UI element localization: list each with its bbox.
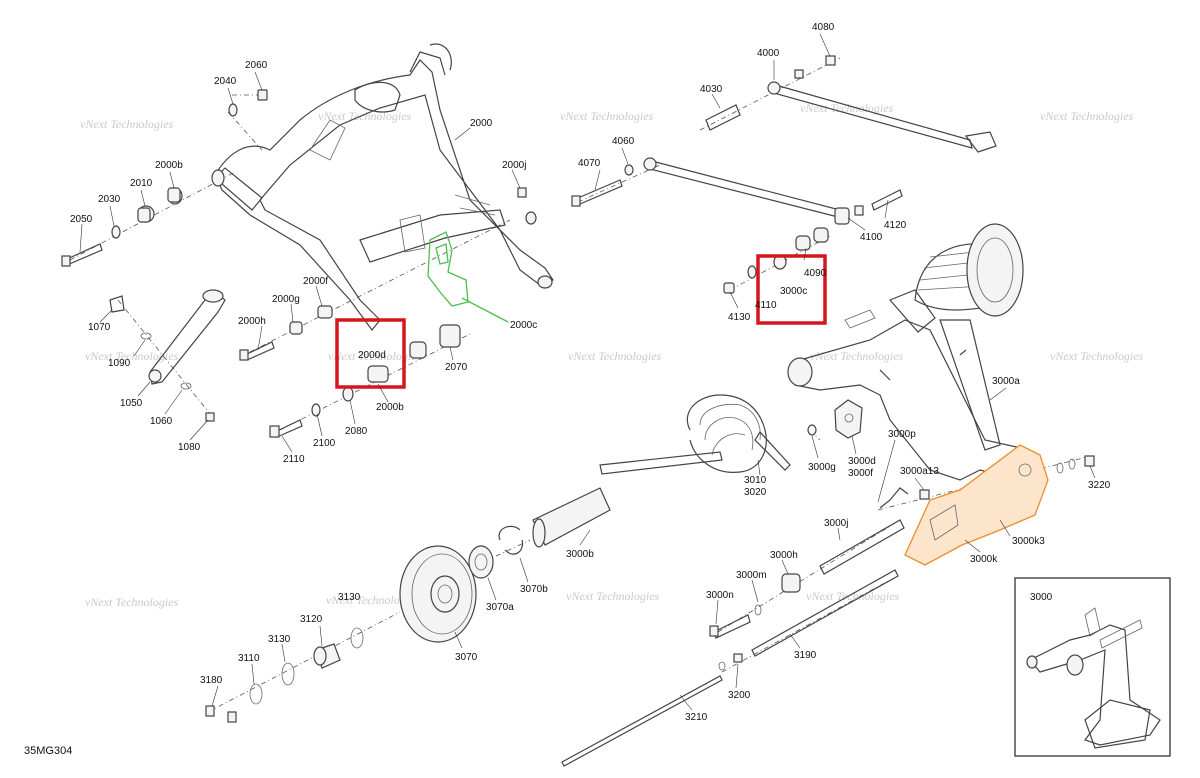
highlight-box-3000c (756, 254, 827, 325)
watermark: vNext Technologies (560, 109, 654, 123)
callout-1060[interactable]: 1060 (150, 416, 173, 427)
callout-4030[interactable]: 4030 (700, 84, 723, 95)
callout-3120[interactable]: 3120 (300, 614, 323, 625)
torsion-spring-3010 (599, 394, 791, 475)
callout-3130[interactable]: 3130 (268, 634, 291, 645)
callout-3190[interactable]: 3190 (794, 650, 817, 661)
callout-3000n[interactable]: 3000n (706, 590, 734, 601)
watermark: vNext Technologies (318, 109, 412, 123)
callout-2040[interactable]: 2040 (214, 76, 237, 87)
watermark: vNext Technologies (80, 117, 174, 131)
callout-3000f[interactable]: 3000f (848, 468, 873, 479)
callout-2070[interactable]: 2070 (445, 362, 468, 373)
callout-3000k[interactable]: 3000k (970, 554, 998, 565)
arm-assembly-2000 (61, 43, 554, 438)
callout-4120[interactable]: 4120 (884, 220, 907, 231)
watermark: vNext Technologies (326, 593, 420, 607)
callout-3000d[interactable]: 3000d (848, 456, 876, 467)
suspension-arm-3000a (787, 223, 1095, 566)
callout-3180[interactable]: 3180 (200, 675, 223, 686)
callout-3000c[interactable]: 3000c (780, 286, 807, 297)
callout-3220[interactable]: 3220 (1088, 480, 1111, 491)
bushing-parts-3110 (205, 627, 364, 723)
link-1050 (109, 289, 226, 422)
callout-2000g[interactable]: 2000g (272, 294, 300, 305)
watermark: vNext Technologies (806, 589, 900, 603)
callout-3000p[interactable]: 3000p (888, 429, 916, 440)
watermark: vNext Technologies (85, 595, 179, 609)
callout-3000g[interactable]: 3000g (808, 462, 836, 473)
watermark: vNext Technologies (810, 349, 904, 363)
callout-3200[interactable]: 3200 (728, 690, 751, 701)
callout-3000[interactable]: 3000 (1030, 592, 1053, 603)
callout-2000d[interactable]: 2000d (358, 350, 386, 361)
callout-2000c[interactable]: 2000c (510, 320, 537, 331)
callout-3070[interactable]: 3070 (455, 652, 478, 663)
watermark: vNext Technologies (1040, 109, 1134, 123)
callout-1050[interactable]: 1050 (120, 398, 143, 409)
callout-1080[interactable]: 1080 (178, 442, 201, 453)
callout-2000[interactable]: 2000 (470, 118, 493, 129)
callout-2110[interactable]: 2110 (283, 454, 305, 465)
callout-2050[interactable]: 2050 (70, 214, 93, 225)
callout-4060[interactable]: 4060 (612, 136, 635, 147)
callout-3210[interactable]: 3210 (685, 712, 708, 723)
watermark: vNext Technologies (568, 349, 662, 363)
callout-2000b-top[interactable]: 2000b (155, 160, 183, 171)
callout-4110[interactable]: 4110 (755, 300, 777, 311)
callout-3070b[interactable]: 3070b (520, 584, 548, 595)
bracket-3000k (904, 444, 1049, 566)
callout-3070a[interactable]: 3070a (486, 602, 514, 613)
callout-4080[interactable]: 4080 (812, 22, 835, 33)
watermark: vNext Technologies (328, 349, 422, 363)
highlight-box-2000d (335, 318, 406, 389)
callout-3000h[interactable]: 3000h (770, 550, 798, 561)
pins-and-shafts (561, 519, 905, 767)
watermark-layer: vNext Technologies vNext Technologies vN… (80, 101, 1144, 609)
tie-rod-assembly-4000 (571, 55, 997, 294)
callout-2000b[interactable]: 2000b (376, 402, 404, 413)
callout-3000j[interactable]: 3000j (824, 518, 848, 529)
callout-3000k3[interactable]: 3000k3 (1012, 536, 1045, 547)
callout-4070[interactable]: 4070 (578, 158, 601, 169)
callout-2100[interactable]: 2100 (313, 438, 336, 449)
leader-lines (79, 33, 1096, 711)
watermark: vNext Technologies (566, 589, 660, 603)
bracket-2000c (427, 231, 469, 307)
callout-2000j[interactable]: 2000j (502, 160, 526, 171)
callout-3020[interactable]: 3020 (744, 487, 767, 498)
callout-3000b[interactable]: 3000b (566, 549, 594, 560)
callout-4130[interactable]: 4130 (728, 312, 751, 323)
wheel-3070 (399, 545, 494, 643)
watermark: vNext Technologies (1050, 349, 1144, 363)
callout-2010[interactable]: 2010 (130, 178, 153, 189)
part-labels: 2060 2040 2000 2000b 2010 2030 2050 2000… (24, 22, 1111, 757)
callout-4090[interactable]: 4090 (804, 268, 827, 279)
tube-3000b (498, 487, 611, 555)
watermark: vNext Technologies (85, 349, 179, 363)
callout-3130-top[interactable]: 3130 (338, 592, 361, 603)
callout-2000f[interactable]: 2000f (303, 276, 328, 287)
callout-1070[interactable]: 1070 (88, 322, 111, 333)
callout-3010[interactable]: 3010 (744, 475, 767, 486)
callout-3110[interactable]: 3110 (238, 653, 260, 664)
callout-2080[interactable]: 2080 (345, 426, 368, 437)
center-lines (69, 57, 1096, 713)
callout-2060[interactable]: 2060 (245, 60, 268, 71)
inset-view-3000 (1014, 577, 1171, 757)
callout-3000a[interactable]: 3000a (992, 376, 1020, 387)
callout-4000[interactable]: 4000 (757, 48, 780, 59)
callout-3000a13[interactable]: 3000a13 (900, 466, 939, 477)
callout-2030[interactable]: 2030 (98, 194, 121, 205)
callout-1090[interactable]: 1090 (108, 358, 131, 369)
callout-2000h[interactable]: 2000h (238, 316, 266, 327)
callout-3000m[interactable]: 3000m (736, 570, 767, 581)
callout-4100[interactable]: 4100 (860, 232, 883, 243)
diagram-code: 35MG304 (24, 745, 72, 757)
